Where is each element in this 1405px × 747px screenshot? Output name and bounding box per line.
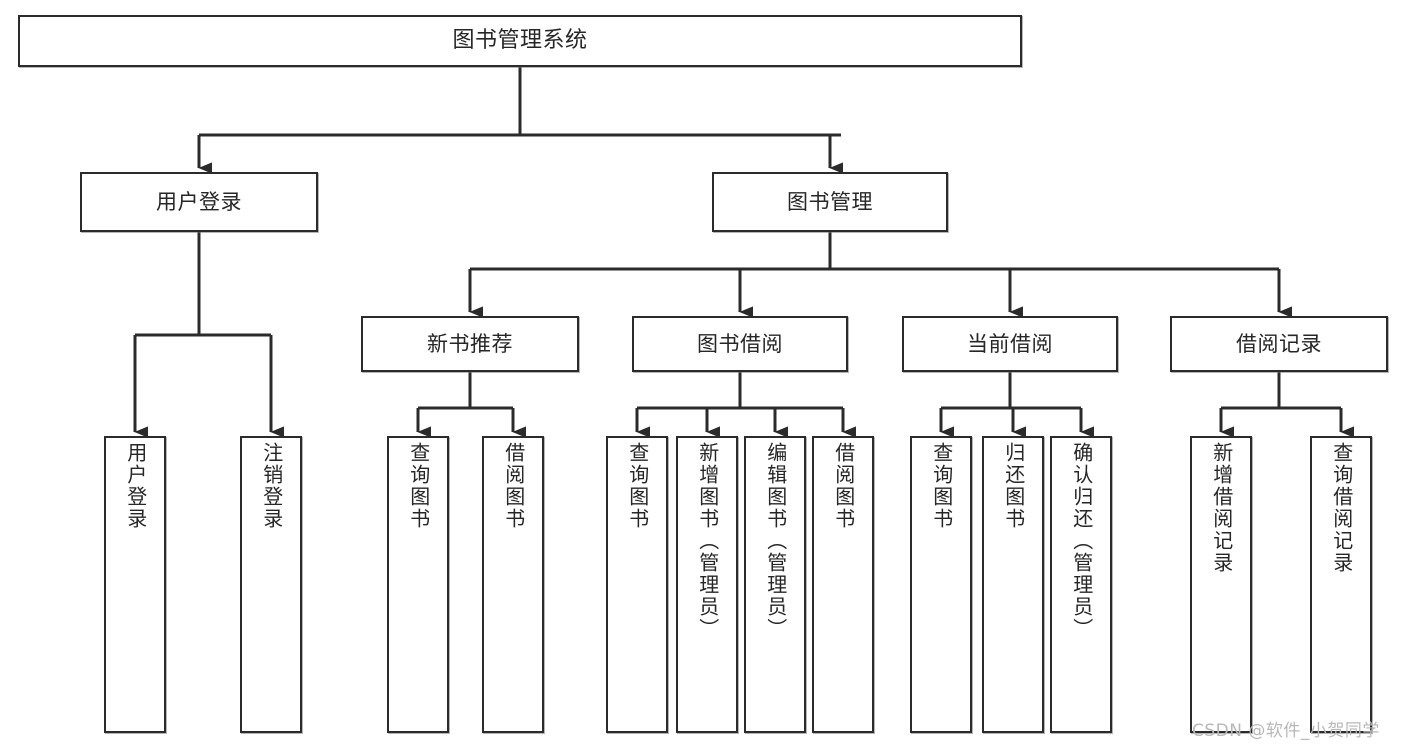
node-root[interactable]: 图书管理系统 <box>18 15 1022 67</box>
node-leaf-confirm-return[interactable]: 确认归还（管理员） <box>1050 436 1112 733</box>
node-leaf-return-book[interactable]: 归还图书 <box>982 436 1044 733</box>
node-new-book-recommend-label: 新书推荐 <box>427 331 513 356</box>
node-leaf-query-book-3[interactable]: 查询图书 <box>910 436 972 733</box>
node-borrow-record[interactable]: 借阅记录 <box>1170 316 1388 372</box>
node-leaf-edit-book-label: 编辑图书（管理员） <box>763 442 788 640</box>
node-leaf-edit-book[interactable]: 编辑图书（管理员） <box>744 436 806 733</box>
node-leaf-borrow-book-2-label: 借阅图书 <box>831 442 856 530</box>
node-leaf-query-record-label: 查询借阅记录 <box>1329 442 1354 574</box>
node-leaf-confirm-return-label: 确认归还（管理员） <box>1069 442 1094 640</box>
watermark: CSDN @软件_小贺同学 <box>1192 721 1380 741</box>
node-leaf-logout-login[interactable]: 注销登录 <box>240 436 302 733</box>
node-leaf-borrow-book-1-label: 借阅图书 <box>501 442 526 530</box>
node-root-label: 图书管理系统 <box>452 28 588 54</box>
node-user-login-label: 用户登录 <box>156 189 242 214</box>
node-leaf-borrow-book-1[interactable]: 借阅图书 <box>482 436 544 733</box>
node-leaf-add-record[interactable]: 新增借阅记录 <box>1190 436 1252 733</box>
node-leaf-user-login-label: 用户登录 <box>123 442 148 530</box>
node-leaf-query-record[interactable]: 查询借阅记录 <box>1310 436 1372 733</box>
node-leaf-query-book-3-label: 查询图书 <box>929 442 954 530</box>
node-leaf-add-book[interactable]: 新增图书（管理员） <box>676 436 738 733</box>
node-leaf-logout-login-label: 注销登录 <box>259 442 284 530</box>
node-leaf-query-book-1-label: 查询图书 <box>406 442 431 530</box>
node-book-manage-label: 图书管理 <box>787 189 873 214</box>
node-new-book-recommend[interactable]: 新书推荐 <box>361 316 579 372</box>
node-borrow-record-label: 借阅记录 <box>1236 331 1322 356</box>
node-current-borrow[interactable]: 当前借阅 <box>902 316 1118 372</box>
node-leaf-user-login[interactable]: 用户登录 <box>104 436 166 733</box>
node-leaf-add-record-label: 新增借阅记录 <box>1209 442 1234 574</box>
node-leaf-query-book-1[interactable]: 查询图书 <box>387 436 449 733</box>
node-leaf-query-book-2-label: 查询图书 <box>625 442 650 530</box>
node-leaf-borrow-book-2[interactable]: 借阅图书 <box>812 436 874 733</box>
node-book-borrow[interactable]: 图书借阅 <box>632 316 848 372</box>
node-book-manage[interactable]: 图书管理 <box>712 172 948 232</box>
node-leaf-add-book-label: 新增图书（管理员） <box>695 442 720 640</box>
node-leaf-return-book-label: 归还图书 <box>1001 442 1026 530</box>
node-current-borrow-label: 当前借阅 <box>967 331 1053 356</box>
node-user-login[interactable]: 用户登录 <box>80 172 318 232</box>
node-leaf-query-book-2[interactable]: 查询图书 <box>606 436 668 733</box>
node-book-borrow-label: 图书借阅 <box>697 331 783 356</box>
